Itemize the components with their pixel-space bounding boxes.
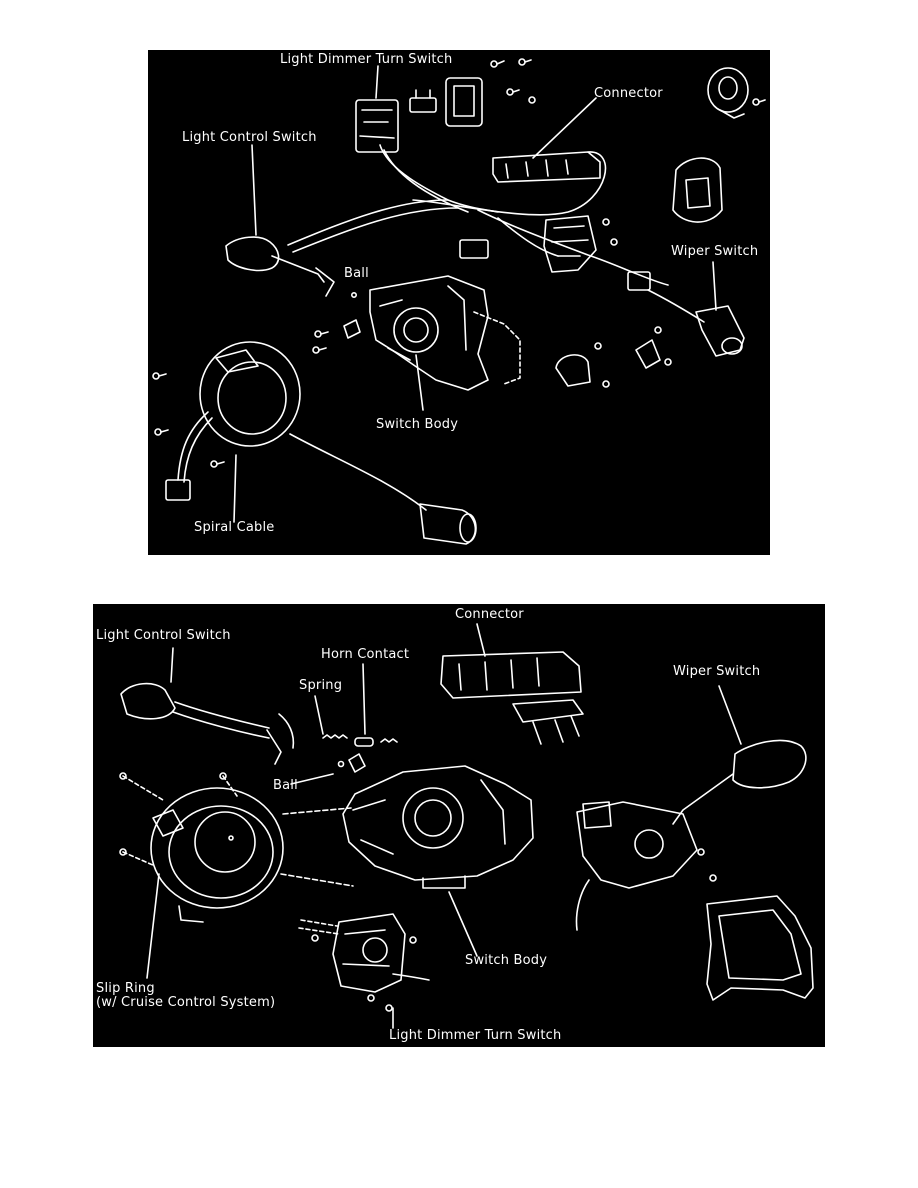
label-spiral-cable: Spiral Cable (194, 520, 275, 535)
label-light-control-switch: Light Control Switch (96, 628, 231, 643)
label-ball: Ball (344, 266, 369, 281)
label-spring: Spring (299, 678, 343, 693)
leader-connector (532, 97, 597, 159)
connector-drawing (440, 651, 584, 745)
leader-light-control (170, 647, 174, 683)
label-light-control-switch: Light Control Switch (182, 130, 317, 145)
ball-drawing (351, 292, 358, 299)
figure-2-exploded-view: Connector Light Control Switch Horn Cont… (93, 604, 825, 1047)
label-switch-body: Switch Body (376, 417, 459, 432)
leader-ball (290, 773, 334, 785)
label-wiper-switch: Wiper Switch (673, 664, 761, 679)
light-dimmer-turn-switch-drawing (298, 913, 430, 1012)
label-wiper-switch: Wiper Switch (671, 244, 759, 259)
light-dimmer-turn-switch-drawing (355, 77, 483, 153)
leader-connector (476, 623, 486, 657)
cover-drawing (672, 157, 723, 223)
label-ball: Ball (273, 778, 298, 793)
ball-holder (348, 753, 366, 773)
figure-1-exploded-view: Light Dimmer Turn Switch Connector Light… (148, 50, 770, 555)
label-connector: Connector (594, 86, 663, 101)
screws-top (490, 58, 766, 106)
turn-signal-parts (555, 326, 672, 388)
label-connector: Connector (455, 607, 524, 622)
leader-switch-body (415, 354, 424, 411)
leader-switch-body (448, 891, 478, 957)
leader-slip-ring (146, 873, 160, 979)
label-switch-body: Switch Body (465, 953, 548, 968)
leader-spring (314, 695, 324, 735)
connector-drawing (412, 151, 607, 216)
light-control-switch-drawing (120, 682, 295, 765)
light-control-switch-drawing (225, 236, 335, 297)
figure-1-line-art (152, 58, 766, 545)
leader-light-control (251, 144, 257, 236)
cover-drawing (706, 895, 814, 1001)
small-connector (459, 239, 489, 259)
ball-drawing (337, 760, 345, 768)
leader-light-dimmer (375, 65, 379, 99)
spring-drawing (322, 734, 348, 739)
figure-2-line-art (119, 623, 814, 1029)
wiper-switch-drawing (543, 215, 745, 357)
leader-wiper (718, 685, 742, 745)
cancel-cam-ring (707, 67, 749, 119)
label-slip-ring-line1: Slip Ring (96, 981, 155, 996)
switch-body-drawing (369, 275, 521, 391)
label-horn-contact: Horn Contact (321, 647, 410, 662)
leader-spiral-cable (233, 454, 237, 523)
switch-body-drawing (342, 765, 534, 889)
wiper-switch-drawing (575, 739, 807, 931)
label-light-dimmer-turn-switch: Light Dimmer Turn Switch (280, 52, 453, 67)
spiral-cable-drawing (165, 341, 477, 545)
horn-contact-drawing (354, 737, 398, 747)
leader-horn-contact (362, 663, 366, 735)
screws-left (152, 319, 361, 468)
wiring-harness (287, 144, 669, 286)
label-light-dimmer-turn-switch: Light Dimmer Turn Switch (389, 1028, 562, 1043)
slip-ring-drawing (119, 772, 354, 923)
label-slip-ring-line2: (w/ Cruise Control System) (96, 995, 276, 1010)
leader-wiper (712, 261, 717, 311)
